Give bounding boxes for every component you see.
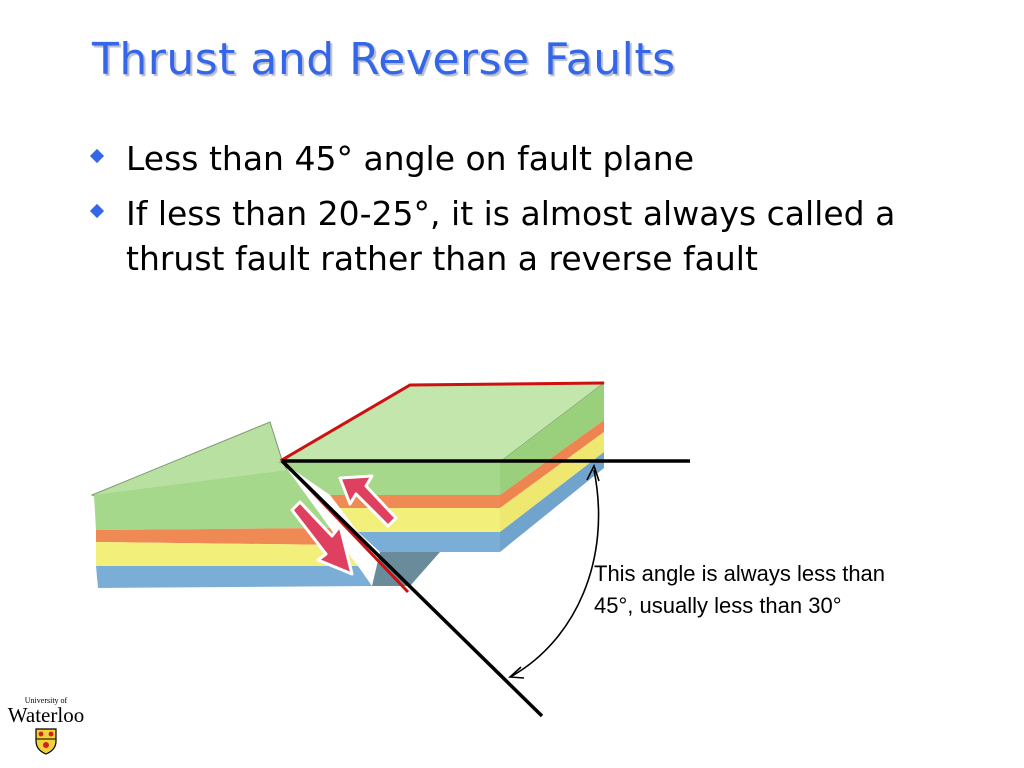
bullet-text: Less than 45° angle on fault plane bbox=[126, 139, 694, 178]
hanging-wall-block bbox=[90, 421, 372, 588]
footwall-block bbox=[278, 382, 606, 586]
footwall-orange-side bbox=[500, 420, 604, 508]
hanging-wall-orange-layer bbox=[96, 528, 342, 545]
bullet-item: If less than 20-25°, it is almost always… bbox=[89, 191, 952, 281]
logo-wordmark: Waterloo bbox=[7, 703, 85, 727]
crest-icon bbox=[35, 728, 57, 755]
footwall-blue-front bbox=[358, 532, 500, 552]
angle-arc bbox=[511, 469, 600, 677]
university-logo: University of Waterloo bbox=[0, 696, 92, 764]
bullet-item: Less than 45° angle on fault plane bbox=[89, 136, 952, 181]
footwall-yellow-side bbox=[500, 432, 604, 532]
downward-slip-arrow-icon bbox=[290, 500, 354, 576]
footwall-under-shadow bbox=[372, 552, 440, 586]
hanging-wall-green-layer bbox=[94, 470, 330, 530]
bullet-text: If less than 20-25°, it is almost always… bbox=[126, 194, 896, 278]
footwall-green-front bbox=[282, 462, 500, 495]
logo-small-text: University of bbox=[24, 696, 68, 705]
hanging-wall-blue-layer bbox=[96, 566, 372, 588]
fault-plane-dip-line bbox=[280, 459, 544, 718]
hanging-wall-yellow-layer bbox=[96, 542, 358, 566]
angle-caption: This angle is always less than 45°, usua… bbox=[594, 558, 994, 622]
fault-trace-line bbox=[279, 381, 605, 594]
upward-slip-arrow-icon bbox=[338, 474, 398, 528]
footwall-blue-side bbox=[500, 452, 604, 552]
footwall-yellow-front bbox=[340, 508, 500, 532]
slip-arrows bbox=[290, 474, 398, 576]
caption-line-1: This angle is always less than bbox=[594, 561, 886, 586]
footwall-green-side bbox=[500, 383, 604, 495]
slide-title: Thrust and Reverse Faults bbox=[92, 34, 676, 85]
arc-arrowhead-bottom-icon bbox=[508, 666, 525, 679]
caption-line-2: 45°, usually less than 30° bbox=[594, 593, 842, 618]
bullet-list: Less than 45° angle on fault plane If le… bbox=[89, 136, 952, 291]
arc-arrowhead-top-icon bbox=[586, 463, 600, 482]
